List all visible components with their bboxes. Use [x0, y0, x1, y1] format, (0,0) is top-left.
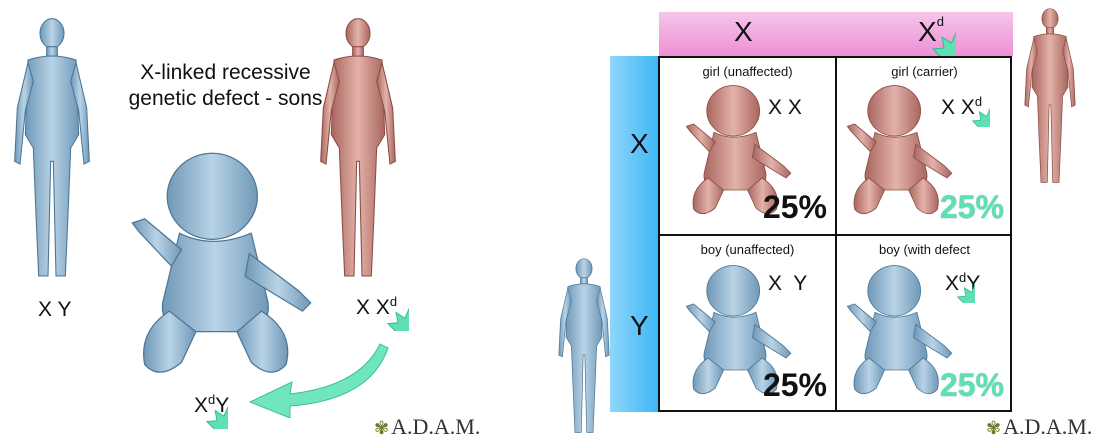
- mother-figure-small: [1018, 6, 1082, 186]
- punnett-cell-girl-carrier: girl (carrier) X Xd 25%: [837, 58, 1012, 234]
- cell-percentage: 25%: [763, 189, 827, 226]
- col-header-x: X: [734, 16, 753, 48]
- logo-text: A.D.A.M.: [391, 414, 480, 439]
- defect-starburst-icon: Xd: [961, 96, 982, 120]
- adam-logo: ✾A.D.A.M.: [374, 414, 480, 440]
- col-header-allele: X: [918, 16, 937, 47]
- cell-genotype-sup: d: [975, 94, 982, 109]
- son-affected-sup: d: [208, 392, 215, 407]
- defect-starburst-icon: Xd: [376, 296, 397, 320]
- cell-label: boy (unaffected): [660, 242, 835, 257]
- leaf-icon: ✾: [374, 418, 389, 438]
- adam-logo-right: ✾A.D.A.M.: [986, 414, 1092, 440]
- cell-genotype: X Y: [768, 272, 807, 296]
- father-genotype: X Y: [38, 298, 71, 322]
- diagram-title: X-linked recessive genetic defect - sons: [118, 60, 333, 112]
- mother-figure: [318, 8, 398, 288]
- father-figure: [12, 8, 92, 288]
- col-header-xd: Xd: [918, 16, 944, 48]
- defect-starburst-icon: Xd: [194, 394, 215, 418]
- punnett-cell-boy-unaffected: boy (unaffected) X Y 25%: [660, 236, 835, 412]
- father-figure-small: [552, 256, 616, 436]
- defect-starburst-icon: Xd: [918, 16, 944, 48]
- leaf-icon: ✾: [986, 418, 1001, 438]
- punnett-square: girl (unaffected) X X 25% girl (carrier)…: [658, 56, 1012, 412]
- title-line-2: genetic defect - sons: [118, 86, 333, 112]
- cell-genotype-allele: X: [961, 96, 975, 119]
- mother-allele-header: [659, 12, 1013, 56]
- mother-affected-sup: d: [390, 294, 397, 309]
- cell-label: boy (with defect: [837, 242, 1012, 257]
- cell-percentage: 25%: [940, 367, 1004, 404]
- defect-starburst-icon: Xd: [945, 272, 966, 296]
- col-header-sup: d: [937, 14, 944, 29]
- cell-genotype-sup: d: [959, 270, 966, 285]
- cell-genotype: X X: [768, 96, 802, 120]
- son-affected-allele: X: [194, 394, 208, 417]
- cell-percentage: 25%: [940, 189, 1004, 226]
- son-genotype: XdY: [194, 394, 229, 418]
- mother-genotype: X Xd: [356, 296, 397, 320]
- cell-genotype-allele: X: [945, 272, 959, 295]
- row-header-y: Y: [630, 310, 649, 342]
- arrow-icon: [240, 338, 390, 418]
- cell-percentage: 25%: [763, 367, 827, 404]
- punnett-cell-boy-with-defect: boy (with defect XdY 25%: [837, 236, 1012, 412]
- father-allele-header: [610, 56, 658, 412]
- punnett-cell-girl-unaffected: girl (unaffected) X X 25%: [660, 58, 835, 234]
- mother-affected-allele: X: [376, 296, 390, 319]
- logo-text: A.D.A.M.: [1003, 414, 1092, 439]
- row-header-x: X: [630, 128, 649, 160]
- title-line-1: X-linked recessive: [118, 60, 333, 86]
